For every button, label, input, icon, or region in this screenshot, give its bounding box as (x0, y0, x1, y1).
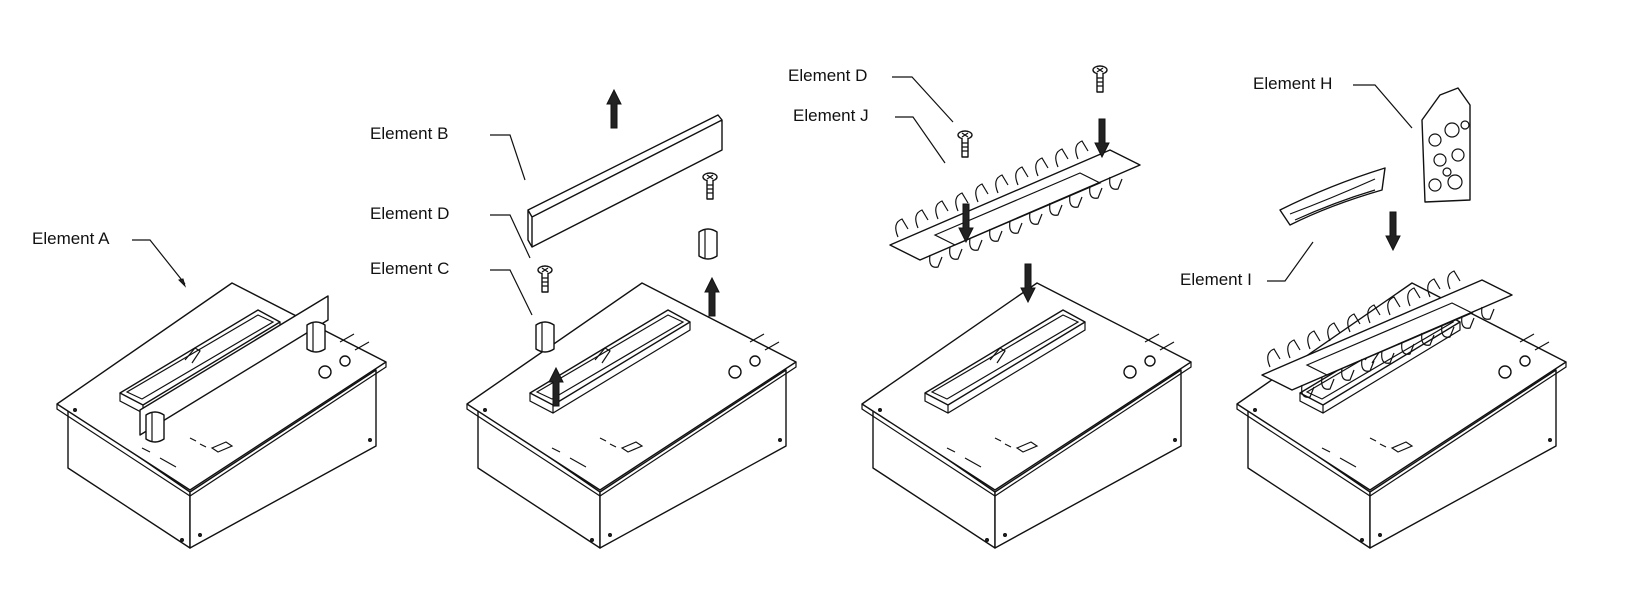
label-element-b: Element B (370, 124, 449, 143)
leader-line (490, 134, 526, 181)
step-3 (861, 76, 1192, 549)
element-d-screw (957, 130, 973, 158)
firebox-unit (861, 282, 1192, 549)
step-1 (56, 239, 387, 549)
log-texture (1289, 178, 1376, 221)
arrow-up-icon (606, 89, 622, 129)
element-d-screw (1092, 65, 1108, 93)
element-c-bracket (306, 321, 326, 353)
step-2 (466, 134, 797, 549)
step-4 (1236, 84, 1567, 549)
label-element-h: Element H (1253, 74, 1333, 93)
label-element-c: Element C (370, 259, 450, 278)
element-c-bracket (145, 411, 165, 443)
stones-pattern (1428, 120, 1470, 192)
element-d-screw (702, 172, 718, 200)
label-element-i: Element I (1180, 270, 1252, 289)
label-element-d: Element D (788, 66, 868, 85)
leader-arrow-icon (178, 278, 187, 288)
element-j-log-holder (889, 140, 1141, 268)
leader-line (132, 239, 186, 285)
arrow-up-icon (704, 277, 720, 317)
arrow-down-icon (1385, 211, 1401, 251)
element-h-stone-bag (1421, 87, 1471, 203)
leader-line (892, 76, 954, 123)
label-element-d: Element D (370, 204, 450, 223)
element-d-screw (537, 265, 553, 293)
element-c-bracket (535, 321, 555, 353)
leader-line (895, 116, 946, 164)
label-element-a: Element A (32, 229, 110, 248)
element-b-panel (139, 295, 329, 436)
label-element-j: Element J (793, 106, 869, 125)
firebox-unit (56, 282, 387, 549)
firebox-unit (466, 282, 797, 549)
element-c-bracket (698, 228, 718, 260)
leader-line (1267, 241, 1314, 282)
element-b-panel (527, 114, 723, 248)
element-i-log (1279, 167, 1386, 226)
leader-line (490, 214, 531, 259)
leader-line (1353, 84, 1413, 129)
leader-line (490, 269, 533, 316)
